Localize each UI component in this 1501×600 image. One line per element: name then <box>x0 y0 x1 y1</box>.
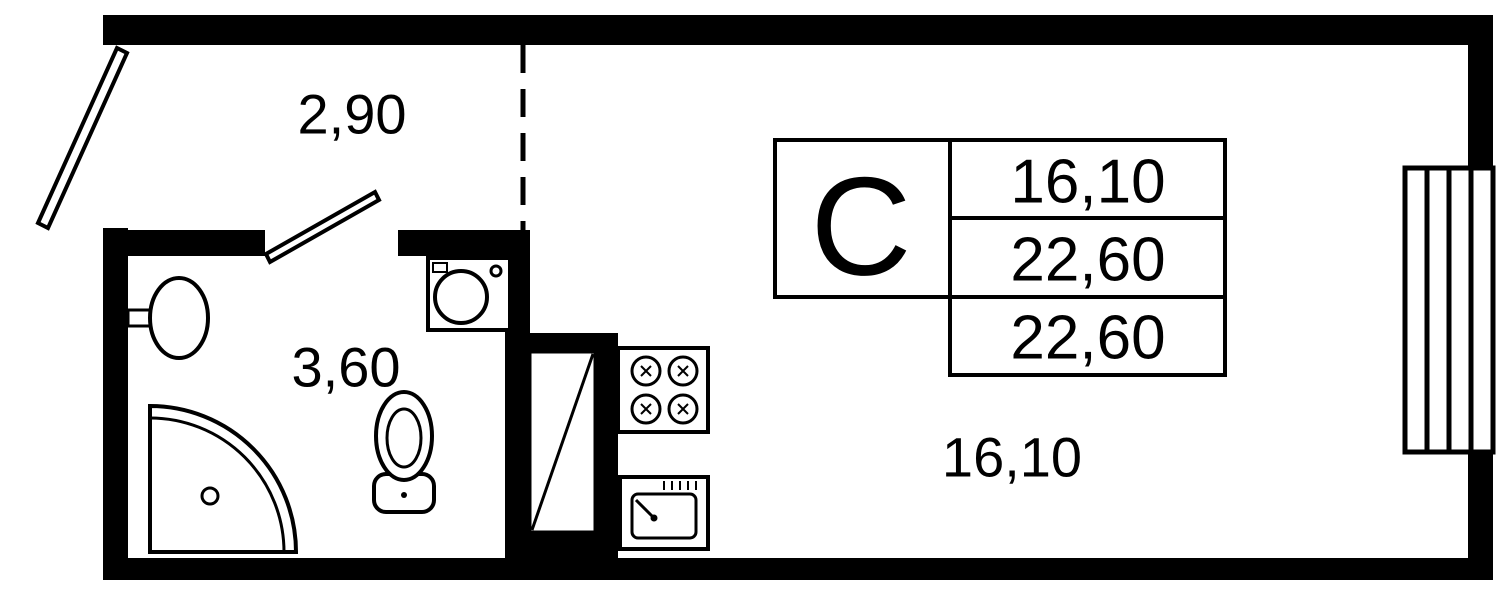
wall-bottom <box>103 558 1493 580</box>
stove-body <box>616 346 710 434</box>
wall-shaft-right <box>595 333 618 558</box>
shower-drain <box>200 486 220 506</box>
kitchen-sink-drain-grate <box>663 481 697 490</box>
kitchen-sink-icon <box>618 475 710 551</box>
unit-letter: С <box>810 148 911 305</box>
toilet-bowl-inner <box>385 407 423 469</box>
info-table <box>773 138 1227 377</box>
toilet-icon <box>372 390 436 514</box>
ventilation-shaft <box>528 350 597 534</box>
info-value-2: 22,60 <box>1010 226 1165 295</box>
bathroom-door-leaf <box>263 189 382 265</box>
washing-machine-drawer <box>432 262 448 273</box>
hall-area-label: 2,90 <box>298 83 407 146</box>
kitchen-sink-faucet-dot <box>650 514 658 522</box>
info-row-cell-3 <box>948 295 1227 377</box>
shower-inner-arc <box>149 416 286 553</box>
unit-letter-cell <box>773 138 952 299</box>
bathroom-area-label: 3,60 <box>292 336 401 399</box>
wash-basin-icon <box>126 276 210 360</box>
kitchen-sink-faucet <box>634 498 654 518</box>
washing-machine-knob <box>489 264 503 278</box>
wall-shaft-bottom <box>525 532 618 558</box>
toilet-button <box>401 492 407 498</box>
stove-burner-cross <box>677 365 689 377</box>
info-value-1: 16,10 <box>1010 148 1165 217</box>
shaft-diagonal <box>530 353 595 531</box>
wall-right-top <box>1468 15 1493 170</box>
window <box>1402 165 1496 455</box>
stove-burner-cross <box>640 365 652 377</box>
washing-machine-icon <box>426 256 512 332</box>
wall-top <box>103 15 1493 45</box>
room-area-label: 16,10 <box>942 426 1082 489</box>
washing-machine-drum <box>433 269 489 325</box>
stove-burner-cross <box>640 403 652 415</box>
wall-bathroom-top-left <box>103 230 265 256</box>
entrance-door-leaf <box>35 45 130 231</box>
shower-outline <box>148 403 299 554</box>
info-row-cell-2 <box>948 216 1227 299</box>
kitchen-fixtures <box>616 346 710 551</box>
basin-bowl <box>148 276 210 360</box>
basin-tap <box>126 308 152 328</box>
info-value-3: 22,60 <box>1010 304 1165 373</box>
kitchen-sink-basin <box>630 492 698 540</box>
wall-shaft-top <box>525 333 618 352</box>
wall-right-bottom <box>1468 450 1493 580</box>
stove-burner-cross <box>677 403 689 415</box>
bathroom-fixtures <box>126 256 512 554</box>
shower-tray-icon <box>148 403 299 554</box>
wall-left <box>103 228 128 580</box>
stove-icon <box>616 346 710 434</box>
